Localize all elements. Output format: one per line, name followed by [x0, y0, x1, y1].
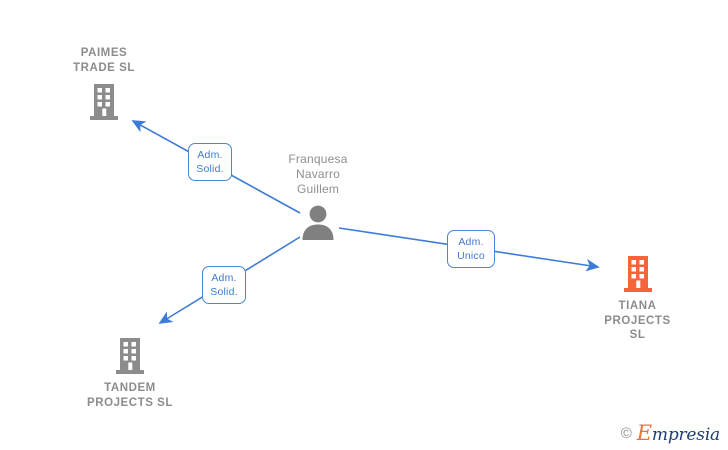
node-tandem[interactable]: TANDEM PROJECTS SL	[84, 335, 176, 410]
relation-chip-paimes[interactable]: Adm. Solid.	[188, 143, 232, 181]
building-icon	[84, 335, 176, 375]
node-paimes-label: PAIMES TRADE SL	[73, 47, 135, 74]
node-tandem-label: TANDEM PROJECTS SL	[87, 382, 173, 409]
brand-wordmark: Empresia	[637, 423, 720, 444]
building-icon	[585, 253, 690, 293]
brand-rest: mpresia	[651, 425, 720, 445]
building-icon	[58, 81, 150, 121]
node-tiana[interactable]: TIANA PROJECTS SL	[585, 253, 690, 343]
node-tiana-label: TIANA PROJECTS SL	[604, 300, 671, 341]
relation-chip-tandem[interactable]: Adm. Solid.	[202, 266, 246, 304]
brand-initial: E	[636, 421, 652, 445]
node-person[interactable]: Franquesa Navarro Guillem	[272, 152, 364, 241]
node-person-label: Franquesa Navarro Guillem	[288, 152, 348, 196]
copyright-icon: ©	[620, 425, 632, 442]
watermark-empresia: © Empresia	[621, 423, 720, 444]
person-icon	[272, 203, 364, 241]
node-paimes[interactable]: PAIMES TRADE SL	[58, 46, 150, 121]
relation-chip-tiana[interactable]: Adm. Unico	[447, 230, 495, 268]
